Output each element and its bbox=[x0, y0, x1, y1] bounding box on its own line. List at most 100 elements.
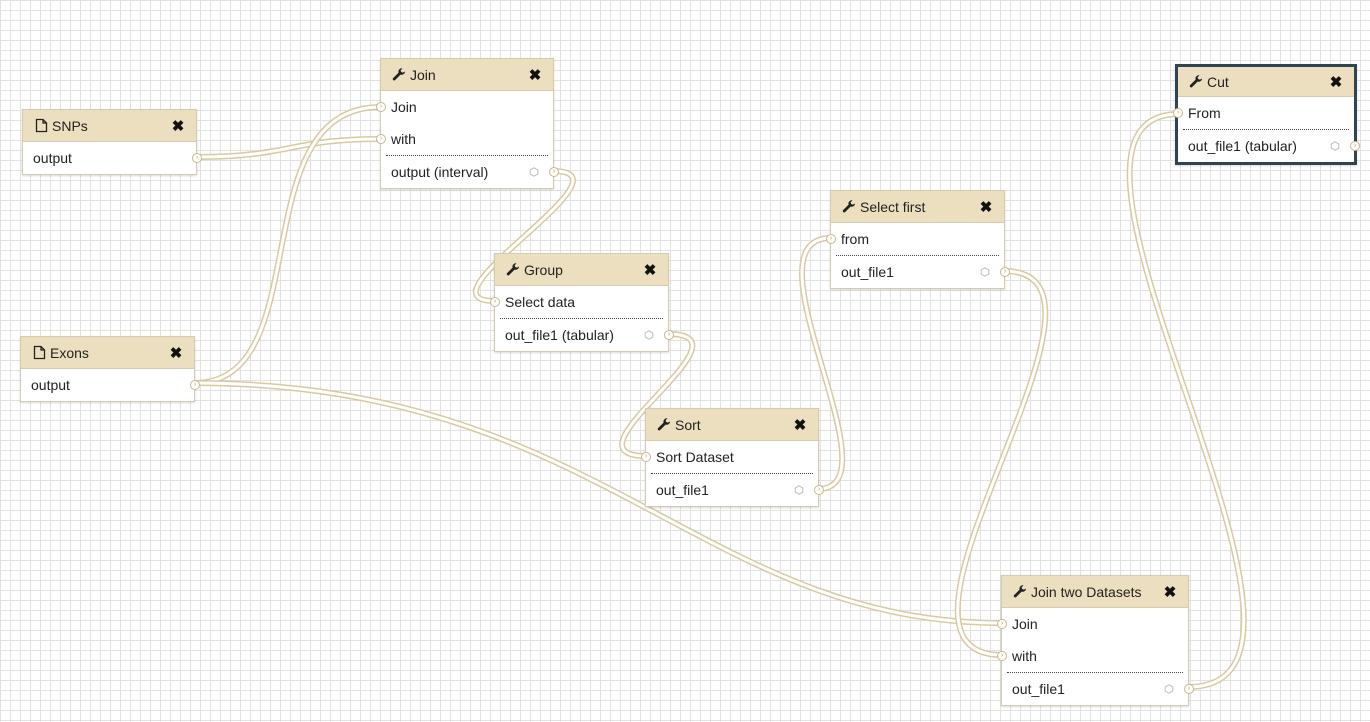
output-callout-icon[interactable] bbox=[644, 330, 654, 340]
node-snps[interactable]: SNPs ✖ output › bbox=[22, 109, 202, 175]
output-terminal[interactable]: › bbox=[1350, 141, 1360, 151]
input-terminal[interactable]: › bbox=[1173, 108, 1183, 118]
input-row: › From bbox=[1173, 97, 1354, 129]
input-label: with bbox=[391, 131, 416, 147]
node-title: Join bbox=[410, 66, 436, 83]
output-row: out_file1 › bbox=[646, 474, 824, 506]
wrench-icon bbox=[391, 67, 407, 83]
output-row: output › bbox=[21, 369, 200, 401]
divider bbox=[386, 155, 548, 156]
file-icon bbox=[31, 345, 47, 361]
node-title: Sort bbox=[675, 416, 701, 433]
output-terminal[interactable]: › bbox=[814, 485, 824, 495]
close-icon[interactable]: ✖ bbox=[528, 66, 542, 84]
connection-exons-to-join-two-join bbox=[193, 380, 1003, 626]
output-label: out_file1 (tabular) bbox=[1188, 138, 1297, 154]
input-terminal[interactable]: › bbox=[641, 452, 651, 462]
close-icon[interactable]: ✖ bbox=[1163, 583, 1177, 601]
input-terminal[interactable]: › bbox=[376, 134, 386, 144]
node-title-bar[interactable]: Cut ✖ bbox=[1178, 67, 1354, 97]
node-group[interactable]: Group ✖ › Select data out_file1 (tabular… bbox=[490, 253, 674, 352]
divider bbox=[1007, 672, 1183, 673]
wrench-icon bbox=[1012, 584, 1028, 600]
node-select-first[interactable]: Select first ✖ › from out_file1 › bbox=[826, 190, 1010, 289]
output-row: out_file1 (tabular) › bbox=[495, 319, 674, 351]
input-row: › Join bbox=[376, 91, 553, 123]
input-row: › Join bbox=[997, 608, 1188, 640]
connection-exons-to-join-join bbox=[193, 104, 382, 386]
input-row: › Sort Dataset bbox=[641, 441, 818, 473]
output-terminal[interactable]: › bbox=[1184, 684, 1194, 694]
close-icon[interactable]: ✖ bbox=[643, 261, 657, 279]
output-callout-icon[interactable] bbox=[1164, 684, 1174, 694]
input-row: › with bbox=[376, 123, 553, 155]
output-label: output bbox=[31, 377, 70, 393]
input-terminal[interactable]: › bbox=[997, 651, 1007, 661]
file-icon bbox=[33, 118, 49, 134]
input-label: with bbox=[1012, 648, 1037, 664]
output-label: output bbox=[33, 150, 72, 166]
node-title-bar[interactable]: Join ✖ bbox=[381, 59, 553, 91]
divider bbox=[836, 255, 999, 256]
output-label: output (interval) bbox=[391, 164, 489, 180]
output-label: out_file1 bbox=[656, 482, 709, 498]
close-icon[interactable]: ✖ bbox=[793, 416, 807, 434]
input-label: Join bbox=[391, 99, 417, 115]
output-callout-icon[interactable] bbox=[980, 267, 990, 277]
output-row: out_file1 › bbox=[831, 256, 1010, 288]
node-title-bar[interactable]: Exons ✖ bbox=[21, 337, 194, 369]
node-join-two-datasets[interactable]: Join two Datasets ✖ › Join › with out_fi… bbox=[997, 575, 1194, 706]
node-title-bar[interactable]: Join two Datasets ✖ bbox=[1002, 576, 1188, 608]
node-title: Join two Datasets bbox=[1031, 583, 1142, 600]
output-label: out_file1 bbox=[841, 264, 894, 280]
input-row: › from bbox=[826, 223, 1004, 255]
node-title-bar[interactable]: Group ✖ bbox=[495, 254, 668, 286]
node-title: Group bbox=[524, 261, 563, 278]
node-join[interactable]: Join ✖ › Join › with output (interval) › bbox=[376, 58, 559, 189]
output-row: out_file1 (tabular) › bbox=[1178, 130, 1360, 162]
output-callout-icon[interactable] bbox=[529, 167, 539, 177]
output-row: out_file1 › bbox=[1002, 673, 1194, 705]
output-label: out_file1 bbox=[1012, 681, 1065, 697]
output-row: output › bbox=[23, 142, 202, 174]
node-title-bar[interactable]: SNPs ✖ bbox=[23, 110, 196, 142]
node-title-bar[interactable]: Select first ✖ bbox=[831, 191, 1004, 223]
input-terminal[interactable]: › bbox=[997, 619, 1007, 629]
input-label: from bbox=[841, 231, 869, 247]
close-icon[interactable]: ✖ bbox=[979, 198, 993, 216]
node-title: SNPs bbox=[52, 117, 88, 134]
connection-snps-to-join-with bbox=[196, 136, 382, 160]
node-title: Cut bbox=[1207, 73, 1229, 90]
node-sort[interactable]: Sort ✖ › Sort Dataset out_file1 › bbox=[641, 408, 824, 507]
close-icon[interactable]: ✖ bbox=[171, 117, 185, 135]
close-icon[interactable]: ✖ bbox=[1329, 73, 1343, 91]
node-title-bar[interactable]: Sort ✖ bbox=[646, 409, 818, 441]
output-terminal[interactable]: › bbox=[190, 380, 200, 390]
output-terminal[interactable]: › bbox=[1000, 267, 1010, 277]
divider bbox=[1183, 129, 1349, 130]
node-cut[interactable]: Cut ✖ › From out_file1 (tabular) › bbox=[1173, 64, 1360, 165]
input-terminal[interactable]: › bbox=[376, 102, 386, 112]
wrench-icon bbox=[1188, 74, 1204, 90]
divider bbox=[651, 473, 813, 474]
output-terminal[interactable]: › bbox=[549, 167, 559, 177]
output-terminal[interactable]: › bbox=[664, 330, 674, 340]
input-row: › with bbox=[997, 640, 1188, 672]
wrench-icon bbox=[841, 199, 857, 215]
output-callout-icon[interactable] bbox=[1330, 141, 1340, 151]
input-label: Join bbox=[1012, 616, 1038, 632]
output-terminal[interactable]: › bbox=[192, 153, 202, 163]
output-row: output (interval) › bbox=[381, 156, 559, 188]
wrench-icon bbox=[505, 262, 521, 278]
output-label: out_file1 (tabular) bbox=[505, 327, 614, 343]
input-label: Sort Dataset bbox=[656, 449, 734, 465]
node-exons[interactable]: Exons ✖ output › bbox=[20, 336, 200, 402]
node-title: Exons bbox=[50, 344, 89, 361]
output-callout-icon[interactable] bbox=[794, 485, 804, 495]
divider bbox=[500, 318, 663, 319]
close-icon[interactable]: ✖ bbox=[169, 344, 183, 362]
input-label: Select data bbox=[505, 294, 576, 310]
input-terminal[interactable]: › bbox=[826, 234, 836, 244]
input-terminal[interactable]: › bbox=[490, 297, 500, 307]
